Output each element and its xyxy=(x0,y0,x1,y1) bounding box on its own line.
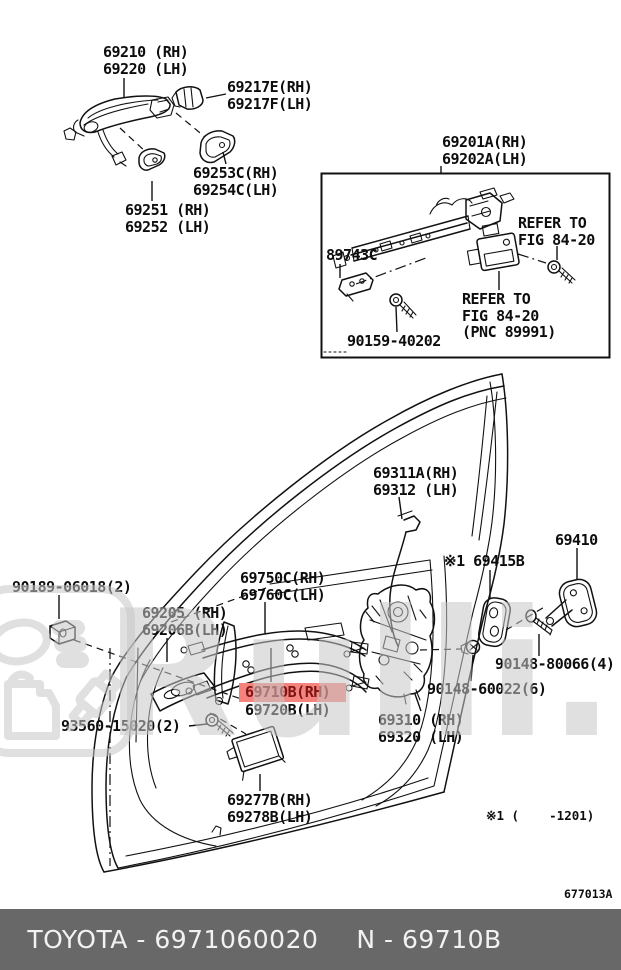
figure-code: 677013A xyxy=(564,887,613,901)
part-label-69253C-69254C: 69253C(RH)69254C(LH) xyxy=(193,164,279,199)
part-label-90148-80066: 90148-80066(4) xyxy=(495,655,615,673)
footer-brand-part: TOYOTA - 6971060020 xyxy=(27,925,319,954)
part-label-69311A-69312: 69311A(RH)69312 (LH) xyxy=(373,464,459,499)
part-label-69750C-69760C: 69750C(RH)69760C(LH) xyxy=(240,569,326,604)
frame-subassembly-box xyxy=(322,166,610,358)
part-label-69415B: ※1 69415B xyxy=(444,552,525,570)
part-label-69217E-69217F: 69217E(RH)69217F(LH) xyxy=(227,78,313,113)
part-label-69277B-69278B: 69277B(RH)69278B(LH) xyxy=(227,791,313,826)
part-label-69410: 69410 xyxy=(555,531,598,549)
exterior-handle-drawing xyxy=(64,78,235,201)
part-label-69205-69206B: 69205 (RH)69206B(LH) xyxy=(142,604,228,639)
highlighted-part-number[interactable]: 69710B(RH) xyxy=(239,683,347,702)
part-label-69310-69320: 69310 (RH)69320 (LH) xyxy=(378,711,464,746)
part-label-90159-40202: 90159-40202 xyxy=(347,332,441,350)
part-label-69201A-69202A: 69201A(RH)69202A(LH) xyxy=(442,133,528,168)
footer-bar: TOYOTA - 6971060020 N - 69710B xyxy=(0,909,621,970)
part-label-69251-69252: 69251 (RH)69252 (LH) xyxy=(125,201,211,236)
footer-part-code: N - 69710B xyxy=(356,925,502,954)
part-label-89743C: 89743C xyxy=(326,246,378,264)
door-outline-drawing xyxy=(92,374,508,872)
applicability-note: ※1 ( -1201) xyxy=(486,808,595,823)
part-label-69210-69220: 69210 (RH)69220 (LH) xyxy=(103,43,189,78)
part-label-69710B-69720B: 69710B(RH)69720B(LH) xyxy=(239,683,347,718)
part-label-93560-15020: 93560-15020(2) xyxy=(61,717,181,735)
lock-control-parts xyxy=(50,497,599,791)
part-label-90189-06018: 90189-06018(2) xyxy=(12,578,132,596)
footer-text: TOYOTA - 6971060020 N - 69710B xyxy=(27,927,501,952)
part-label-90148-60022: 90148-60022(6) xyxy=(427,680,547,698)
